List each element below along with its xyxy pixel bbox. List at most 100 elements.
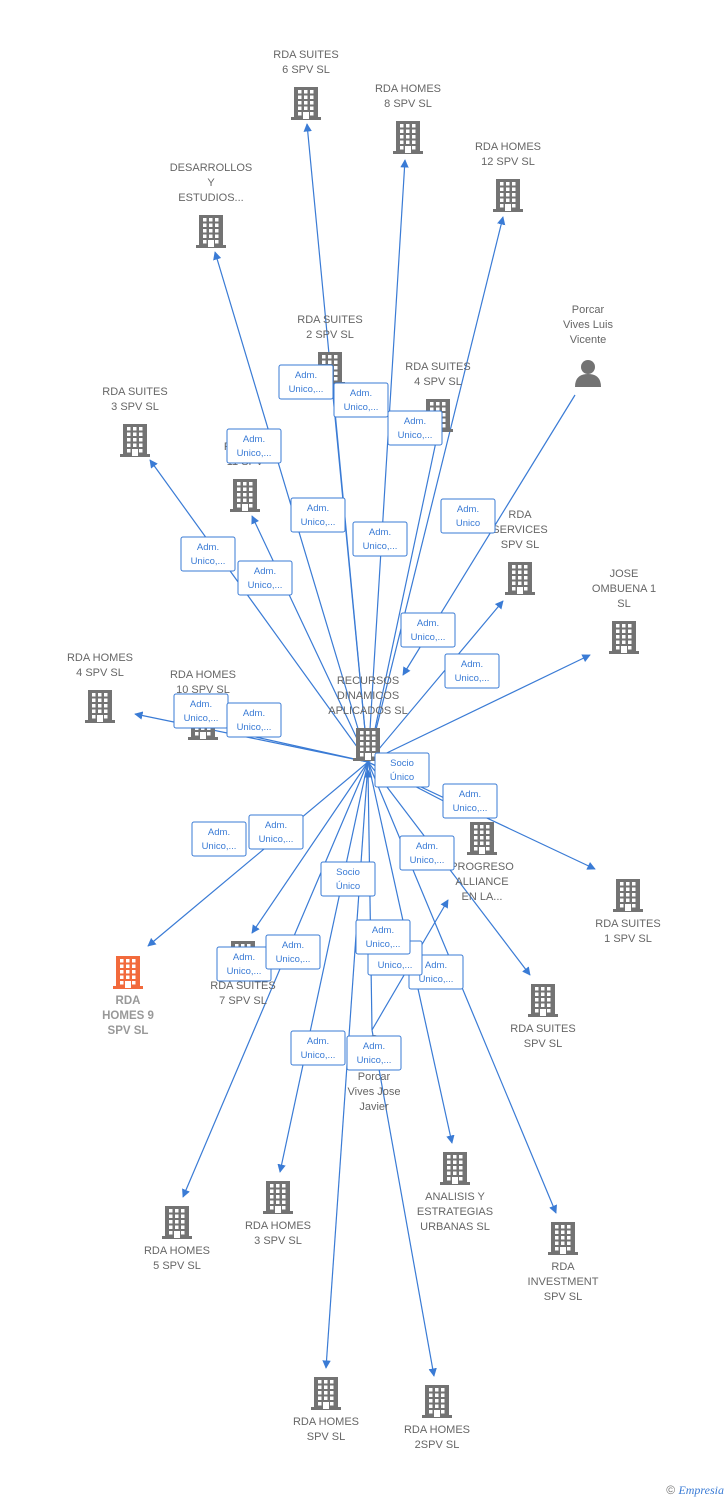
edge-recursos-to-rda_suites_7 [251,761,369,934]
footer: © Empresia [666,1483,724,1498]
relation-label-text: Unico [456,518,480,529]
node-label-line: DESARROLLOS [170,162,253,174]
building-icon [528,984,558,1017]
relation-label[interactable]: Adm. Unico,... [442,783,498,819]
node-label-line: RDA SUITES [405,361,470,373]
relation-label-text: Socio [390,758,414,769]
node-label-line: JOSE [610,568,639,580]
building-icon [493,179,523,212]
relation-label-text: Adm. [243,434,265,445]
relation-label-text: Adm. [369,527,391,538]
relation-label[interactable]: Adm. Unico,... [226,428,282,464]
edge-recursos-to-rda_homes_5 [182,761,369,1198]
relation-label[interactable]: Adm.Unico,... [290,1030,346,1066]
relation-label-text: Adm. [459,789,481,800]
relation-label[interactable]: Adm.Unico,... [444,653,500,689]
brand-logo[interactable]: Empresia [678,1483,724,1497]
node-label-line: RDA SUITES [297,314,362,326]
node-label-line: PROGRESO [450,861,514,873]
relation-label[interactable]: Adm.Unico,... [400,612,456,648]
relation-label[interactable]: Adm.Unico,... [180,536,236,572]
relation-label[interactable]: Adm.Unico,... [333,382,389,418]
node-desarrollos[interactable]: DESARROLLOSYESTUDIOS... [170,162,253,248]
relation-label-text: Unico,... [419,974,454,985]
relation-label-text: Unico,... [410,855,445,866]
relation-label[interactable]: Adm.Unico [440,498,496,534]
node-label-line: 12 SPV SL [481,156,535,168]
node-label-line: 3 SPV SL [111,401,159,413]
node-label-line: EN LA... [462,891,503,903]
node-label-line: 5 SPV SL [153,1260,201,1272]
node-label-line: 4 SPV SL [76,667,124,679]
node-rda_homes_4[interactable]: RDA HOMES 4 SPV SL [67,652,133,723]
relation-label[interactable]: Adm.Unico,... [237,560,293,596]
node-label-line: SL [617,598,630,610]
building-icon [467,822,497,855]
node-label-line: Vives Jose [348,1086,401,1098]
node-label-line: RDA HOMES [67,652,133,664]
node-label-line: SPV SL [108,1025,149,1037]
edge-recursos-to-rda_suites_3 [149,459,369,763]
relation-label[interactable]: Adm.Unico,... [399,835,455,871]
edge-recursos-to-rda_homes_9 [147,761,369,947]
edge-recursos-to-rda_suites_2 [329,389,369,763]
relation-label-text: Adm. [417,618,439,629]
relation-label[interactable]: Adm.Unico,... [226,702,282,738]
relation-label-text: Adm. [295,370,317,381]
node-label-line: 7 SPV SL [219,995,267,1007]
relation-label-text: Adm. [404,416,426,427]
node-label-line: RDA SUITES [210,980,275,992]
relation-label[interactable]: Adm. Unico,... [352,521,408,557]
relation-label[interactable]: Adm.Unico,... [290,497,346,533]
relation-label[interactable]: Adm.Unico,... [191,821,247,857]
relation-label[interactable]: Adm.Unico,... [216,946,272,982]
relation-label-text: Adm. [461,659,483,670]
relation-label[interactable]: Adm.Unico,... [355,919,411,955]
relation-label[interactable]: Adm.Unico,... [173,693,229,729]
edge-recursos-to-rda_homes_11 [251,515,369,763]
node-label-line: RDA HOMES [475,141,541,153]
relation-label-text: Adm. [233,952,255,963]
relation-label-text: Adm. [363,1041,385,1052]
edge-porcar_jose-to-recursos [363,769,373,1031]
node-label-line: SPV SL [524,1038,563,1050]
node-rda_homes_12[interactable]: RDA HOMES 12 SPV SL [475,141,541,212]
building-icon [120,424,150,457]
node-label-line: HOMES 9 [102,1010,154,1022]
building-icon [85,690,115,723]
relation-label[interactable]: Adm.Unico,... [278,364,334,400]
relation-label[interactable]: Adm.Unico,... [248,814,304,850]
relation-label[interactable]: Adm.Unico,... [346,1035,402,1071]
relation-label-text: Adm. [197,542,219,553]
relation-label[interactable]: Adm.Unico,... [265,934,321,970]
relation-label-text: Adm. [190,699,212,710]
relation-label-text: Unico,... [276,954,311,965]
relation-label-text: Unico,... [363,541,398,552]
relation-label-text: Unico,... [398,430,433,441]
relation-label[interactable]: Adm. Unico,... [387,410,443,446]
node-label-line: Porcar [572,304,605,316]
edge-recursos-to-rda_homes_12 [367,216,506,763]
relation-label-text: Unico,... [237,448,272,459]
relation-label-text: Unico,... [453,803,488,814]
relation-label-text: Unico,... [366,939,401,950]
